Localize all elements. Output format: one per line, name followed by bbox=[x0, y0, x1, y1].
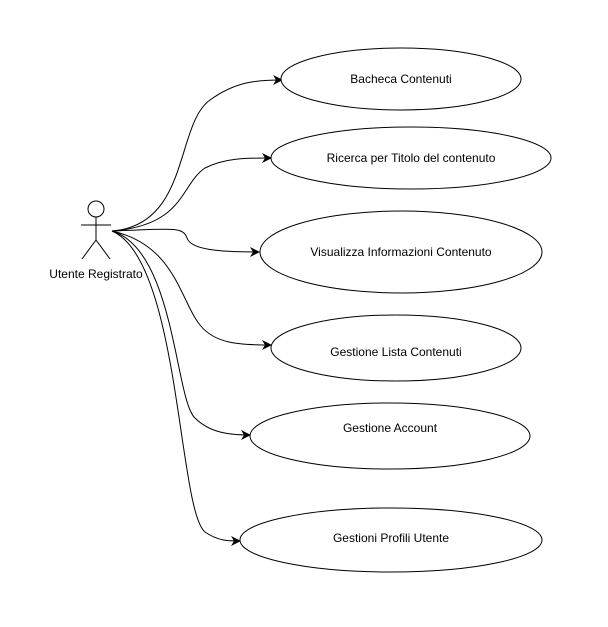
use-case-lista[interactable]: Gestione Lista Contenuti bbox=[270, 314, 522, 382]
use-case-label: Gestione Lista Contenuti bbox=[330, 345, 461, 359]
use-case-bacheca[interactable]: Bacheca Contenuti bbox=[280, 47, 522, 111]
associations bbox=[111, 75, 283, 546]
use-case-label: Bacheca Contenuti bbox=[350, 72, 451, 86]
use-case-ricerca[interactable]: Ricerca per Titolo del contenuto bbox=[270, 126, 552, 190]
use-case-ellipse[interactable] bbox=[239, 507, 543, 573]
use-case-ellipse[interactable] bbox=[270, 314, 522, 382]
use-case-label: Ricerca per Titolo del contenuto bbox=[327, 151, 496, 165]
use-case-ellipse[interactable] bbox=[259, 210, 543, 294]
use-case-ellipse[interactable] bbox=[249, 402, 531, 470]
use-case-label: Gestione Account bbox=[343, 421, 438, 435]
use-case-ellipse[interactable] bbox=[270, 126, 552, 190]
actor: Utente Registrato bbox=[49, 200, 143, 281]
use-case-ellipse[interactable] bbox=[280, 47, 522, 111]
association-account bbox=[111, 230, 251, 440]
use-case-visualizza[interactable]: Visualizza Informazioni Contenuto bbox=[259, 210, 543, 294]
use-case-account[interactable]: Gestione Account bbox=[249, 402, 531, 470]
association-bacheca bbox=[111, 75, 283, 232]
stick-figure-icon bbox=[81, 200, 111, 260]
use-case-profili[interactable]: Gestioni Profili Utente bbox=[239, 507, 543, 573]
actor-left-leg bbox=[81, 239, 97, 260]
association-visualizza bbox=[111, 228, 260, 257]
actor-right-leg bbox=[95, 239, 111, 260]
actor-head bbox=[87, 200, 105, 218]
association-ricerca bbox=[111, 153, 272, 232]
use-case-label: Gestioni Profili Utente bbox=[333, 531, 449, 545]
actor-label: Utente Registrato bbox=[49, 267, 143, 281]
association-profili bbox=[111, 230, 241, 546]
use-case-label: Visualizza Informazioni Contenuto bbox=[310, 245, 492, 259]
association-lista bbox=[111, 230, 272, 350]
